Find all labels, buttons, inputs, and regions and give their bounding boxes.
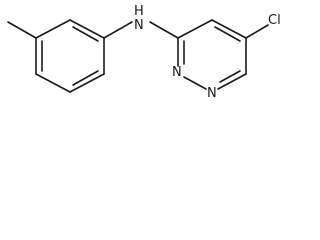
- molecule-structure: N H N N Cl: [7, 4, 281, 101]
- tolyl-ring: [7, 19, 105, 93]
- bond: [149, 21, 179, 39]
- bond: [217, 73, 247, 90]
- bond: [103, 21, 133, 39]
- bond: [69, 73, 105, 93]
- chlorine-label: Cl: [268, 13, 281, 28]
- molecule-structure-canvas: N H N N Cl: [0, 0, 292, 104]
- double-bond: [214, 26, 241, 42]
- bond: [183, 76, 207, 90]
- pyrimidine-ring: [177, 19, 269, 90]
- amine-nitrogen-label: N: [134, 18, 144, 33]
- chloro-bond: [245, 24, 269, 39]
- methyl-bond: [7, 21, 37, 39]
- bond: [211, 19, 247, 39]
- double-bond: [72, 26, 99, 42]
- amine-hydrogen-label: H: [134, 4, 144, 19]
- bond: [69, 19, 105, 39]
- ring-nitrogen-left-label: N: [172, 65, 182, 80]
- ring-nitrogen-bottom-label: N: [207, 86, 217, 101]
- amine-linker: [103, 21, 179, 39]
- bond: [35, 19, 71, 39]
- double-bond: [72, 70, 99, 86]
- double-bond: [219, 70, 241, 83]
- bond: [177, 19, 213, 39]
- bond: [35, 73, 71, 93]
